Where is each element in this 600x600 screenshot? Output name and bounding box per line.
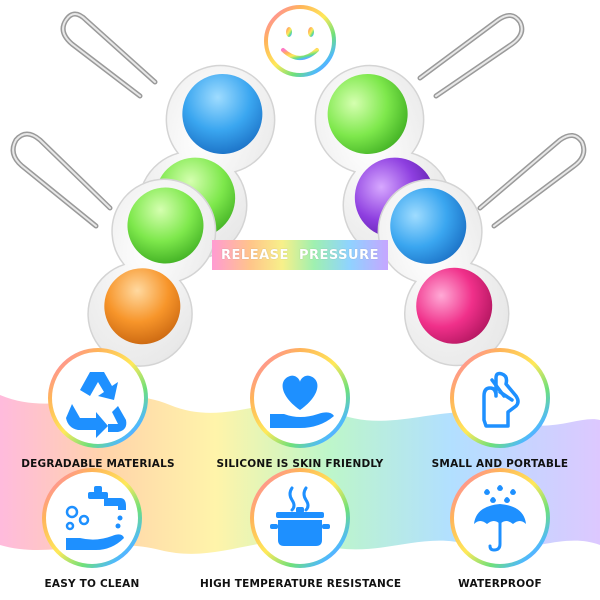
faucet-hand-icon — [42, 468, 142, 568]
fidget-keychain-blue-pink — [377, 133, 587, 367]
feature-label-waterproof: WATERPROOF — [458, 578, 542, 590]
feature-label-degradable: DEGRADABLE MATERIALS — [21, 458, 175, 470]
pressure-text: PRESSURE — [298, 247, 379, 263]
smiley-face-icon — [264, 5, 336, 77]
feature-label-silicone: SILICONE IS SKIN FRIENDLY — [216, 458, 384, 470]
hand-pinch-icon — [450, 348, 550, 448]
release-text: RELEASE — [221, 247, 289, 263]
umbrella-rain-icon — [450, 468, 550, 568]
cooking-pot-icon — [250, 468, 350, 568]
release-pressure-banner: RELEASE PRESSURE — [212, 240, 388, 270]
feature-label-high-temp: HIGH TEMPERATURE RESISTANCE — [200, 578, 402, 590]
feature-label-easy-clean: EASY TO CLEAN — [44, 578, 140, 590]
heart-hand-icon — [250, 348, 350, 448]
fidget-keychain-green-orange — [10, 131, 217, 367]
feature-label-portable: SMALL AND PORTABLE — [431, 458, 569, 470]
recycle-icon — [48, 348, 148, 448]
